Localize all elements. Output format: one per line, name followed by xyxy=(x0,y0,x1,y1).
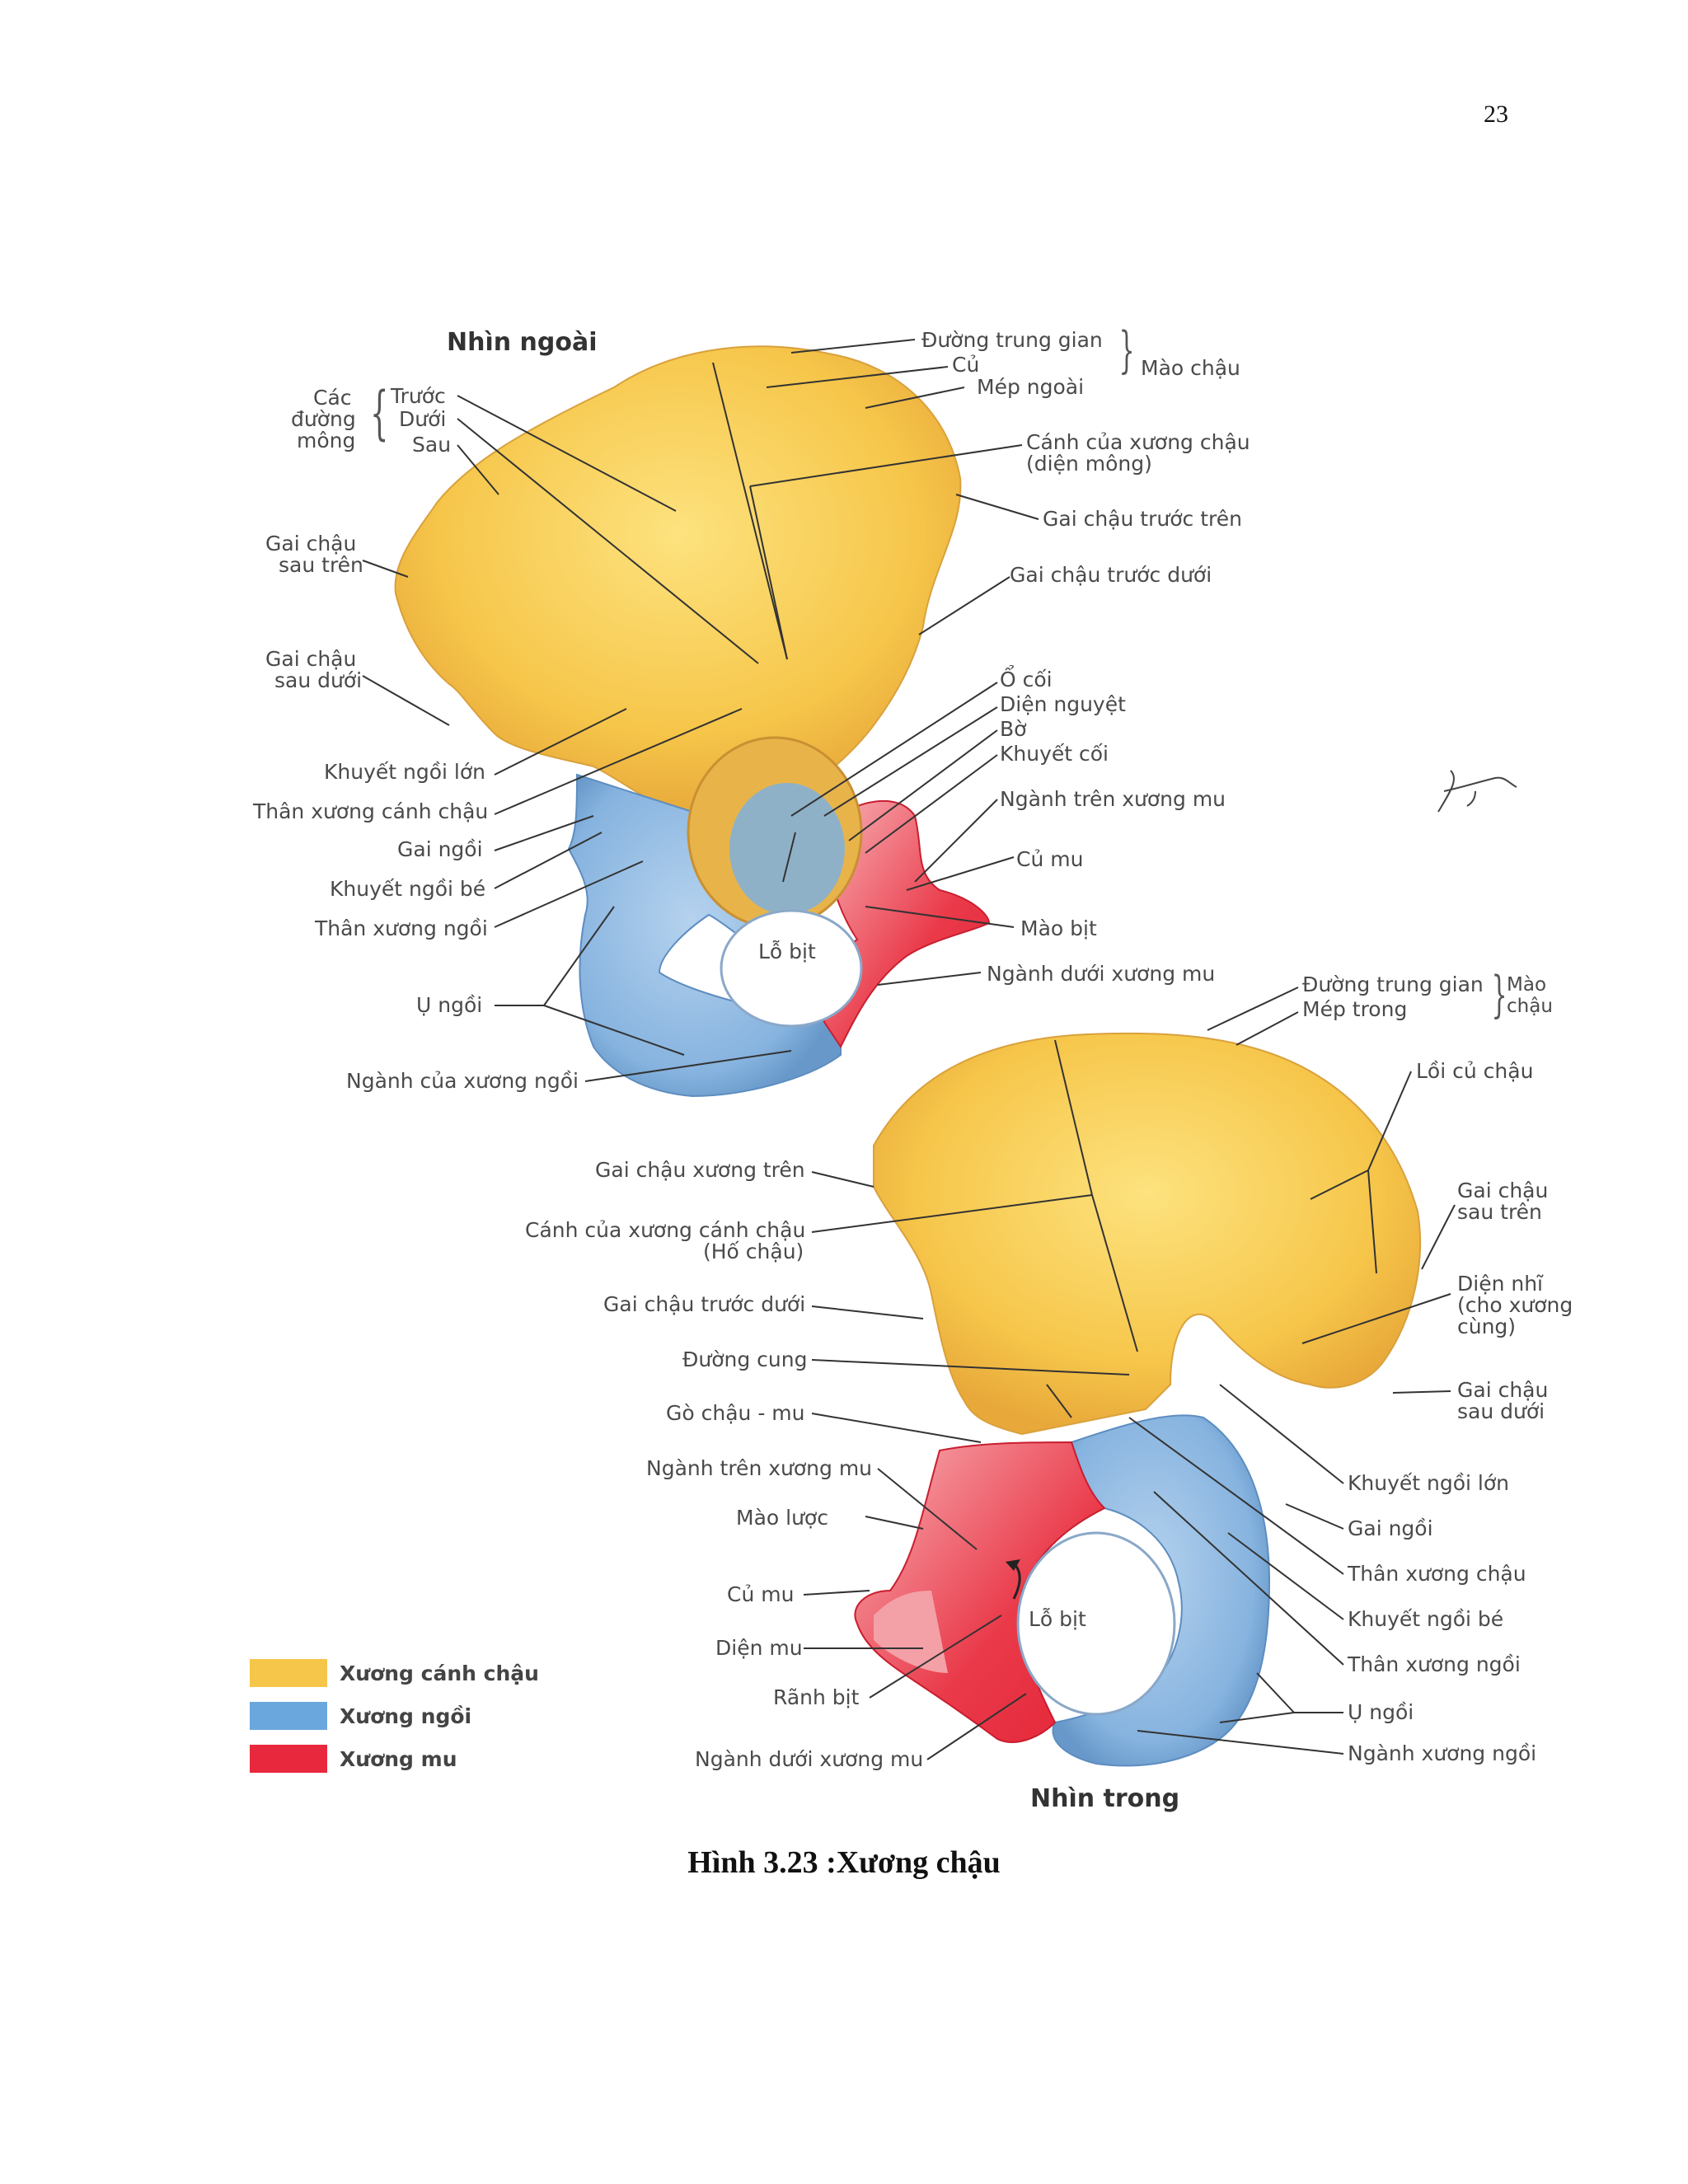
label-inner-gai-ngoi: Gai ngồi xyxy=(1348,1516,1433,1540)
outer-obturator-foramen xyxy=(720,909,863,1028)
label-gai-chau-sau-duoi-2: sau dưới xyxy=(274,668,363,692)
legend-label-ischium: Xương ngồi xyxy=(340,1704,472,1728)
inner-hip-bone xyxy=(854,1032,1422,1767)
inner-ilium xyxy=(873,1032,1422,1436)
label-o-coi: Ổ cối xyxy=(1000,668,1053,691)
label-than-xuong-chau: Thân xương chậu xyxy=(1348,1562,1526,1586)
label-dien-nhi-2: (cho xương xyxy=(1457,1293,1573,1317)
inner-ischium xyxy=(1052,1414,1271,1767)
label-gai-chau-truoc-duoi: Gai chậu trước dưới xyxy=(1010,563,1212,587)
label-outer-mep-ngoai: Mép ngoài xyxy=(977,375,1085,399)
figure-caption: Hình 3.23 :Xương chậu xyxy=(687,1845,1001,1880)
legend-swatch-ilium xyxy=(250,1659,327,1687)
legend-label-ilium: Xương cánh chậu xyxy=(340,1661,539,1685)
outer-ilium xyxy=(394,345,962,818)
label-inner-khuyet-ngoi-be: Khuyết ngồi bé xyxy=(1348,1607,1504,1631)
inner-obturator-foramen xyxy=(1016,1531,1176,1716)
outer-view-title: Nhìn ngoài xyxy=(447,328,598,357)
label-gai-chau-xuong-tren: Gai chậu xương trên xyxy=(595,1158,805,1182)
label-mao-luoc: Mào lược xyxy=(736,1506,828,1530)
label-outer-nganh-tren-xuong-mu: Ngành trên xương mu xyxy=(1000,787,1226,811)
label-inner-gai-chau-sau-duoi-1: Gai chậu xyxy=(1457,1378,1549,1402)
legend-swatch-ischium xyxy=(250,1702,327,1730)
outer-pubis xyxy=(821,799,991,1048)
brace-duong-mong: { xyxy=(370,379,389,447)
label-outer-gai-ngoi: Gai ngồi xyxy=(397,837,483,861)
outer-hip-bone xyxy=(394,345,991,1098)
label-truoc: Trước xyxy=(391,384,446,408)
label-dien-nhi-3: cùng) xyxy=(1457,1315,1517,1338)
label-outer-duong-trung-gian: Đường trung gian xyxy=(921,328,1103,352)
label-go-chau-mu: Gò chậu - mu xyxy=(666,1401,805,1425)
label-gai-chau-sau-duoi-1: Gai chậu xyxy=(265,647,357,671)
legend-label-pubis: Xương mu xyxy=(340,1747,457,1771)
label-inner-nganh-xuong-ngoi: Ngành xương ngồi xyxy=(1348,1741,1537,1765)
label-inner-gai-chau-truoc-duoi: Gai chậu trước dưới xyxy=(603,1292,806,1316)
brace-inner-mao-chau: } xyxy=(1491,966,1507,1024)
label-gai-chau-sau-tren-1: Gai chậu xyxy=(265,532,357,555)
label-inner-gai-chau-sau-duoi-2: sau dưới xyxy=(1457,1399,1545,1423)
label-canh-xuong-canh-chau-1: Cánh của xương cánh chậu xyxy=(525,1218,806,1242)
signature xyxy=(1437,770,1517,813)
label-inner-mao-chau-2: chậu xyxy=(1507,996,1553,1017)
label-gai-chau-sau-tren-2: sau trên xyxy=(279,553,363,577)
label-duoi: Dưới xyxy=(399,407,447,431)
label-gai-chau-truoc-tren: Gai chậu trước trên xyxy=(1043,507,1242,531)
label-cac-duong-mong-3: mông xyxy=(297,429,356,452)
inner-leader-lines xyxy=(803,987,1456,1760)
label-mep-trong: Mép trong xyxy=(1302,997,1408,1021)
label-ranh-bit: Rãnh bịt xyxy=(773,1685,860,1709)
label-inner-u-ngoi: Ụ ngồi xyxy=(1348,1700,1414,1724)
label-inner-gai-chau-sau-tren-1: Gai chậu xyxy=(1457,1179,1549,1202)
label-inner-nganh-duoi-xuong-mu: Ngành dưới xương mu xyxy=(695,1747,924,1771)
label-canh-xuong-canh-chau-2: (Hố chậu) xyxy=(703,1240,804,1263)
label-duong-cung: Đường cung xyxy=(682,1347,808,1371)
label-inner-nganh-tren-xuong-mu: Ngành trên xương mu xyxy=(646,1456,873,1480)
label-inner-duong-trung-gian: Đường trung gian xyxy=(1302,972,1484,996)
label-than-xuong-canh-chau: Thân xương cánh chậu xyxy=(253,799,489,823)
label-inner-lo-bit: Lỗ bịt xyxy=(1029,1607,1086,1631)
brace-mao-chau: } xyxy=(1118,321,1135,379)
legend-swatch-pubis xyxy=(250,1745,327,1773)
label-outer-cu-mu: Củ mu xyxy=(1016,847,1084,871)
label-inner-than-xuong-ngoi: Thân xương ngồi xyxy=(1348,1652,1521,1676)
inner-view-title: Nhìn trong xyxy=(1030,1784,1180,1813)
label-outer-nganh-duoi-xuong-mu: Ngành dưới xương mu xyxy=(987,962,1216,986)
label-dien-mu: Diện mu xyxy=(715,1636,803,1660)
label-khuyet-coi: Khuyết cối xyxy=(1000,742,1109,766)
label-inner-gai-chau-sau-tren-2: sau trên xyxy=(1457,1200,1542,1224)
label-outer-khuyet-ngoi-lon: Khuyết ngồi lớn xyxy=(324,760,485,784)
label-cac-duong-mong-1: Các xyxy=(313,386,352,410)
label-canh-xuong-chau-1: Cánh của xương chậu xyxy=(1026,430,1250,454)
label-outer-cu: Củ xyxy=(952,353,980,377)
label-cac-duong-mong-2: đường xyxy=(291,407,356,431)
outer-leader-lines xyxy=(362,339,1039,1082)
label-outer-khuyet-ngoi-be: Khuyết ngồi bé xyxy=(330,877,486,901)
label-dien-nhi-1: Diện nhĩ xyxy=(1457,1272,1544,1296)
label-inner-mao-chau-1: Mào xyxy=(1507,974,1547,996)
label-inner-cu-mu: Củ mu xyxy=(727,1582,795,1606)
label-outer-u-ngoi: Ụ ngồi xyxy=(416,993,483,1017)
label-loi-cu-chau: Lồi củ chậu xyxy=(1416,1059,1534,1083)
page-number: 23 xyxy=(1484,101,1508,128)
label-inner-khuyet-ngoi-lon: Khuyết ngồi lớn xyxy=(1348,1471,1509,1495)
label-sau: Sau xyxy=(412,433,452,457)
label-outer-than-xuong-ngoi: Thân xương ngồi xyxy=(315,916,488,940)
label-outer-lo-bit: Lỗ bịt xyxy=(758,940,816,963)
label-outer-mao-chau: Mào chậu xyxy=(1141,356,1240,380)
label-dien-nguyet: Diện nguyệt xyxy=(1000,692,1126,716)
label-bo: Bờ xyxy=(1000,717,1027,741)
label-canh-xuong-chau-2: (diện mông) xyxy=(1026,452,1152,476)
label-outer-nganh-xuong-ngoi: Ngành của xương ngồi xyxy=(346,1069,579,1093)
label-mao-bit: Mào bịt xyxy=(1020,916,1097,940)
